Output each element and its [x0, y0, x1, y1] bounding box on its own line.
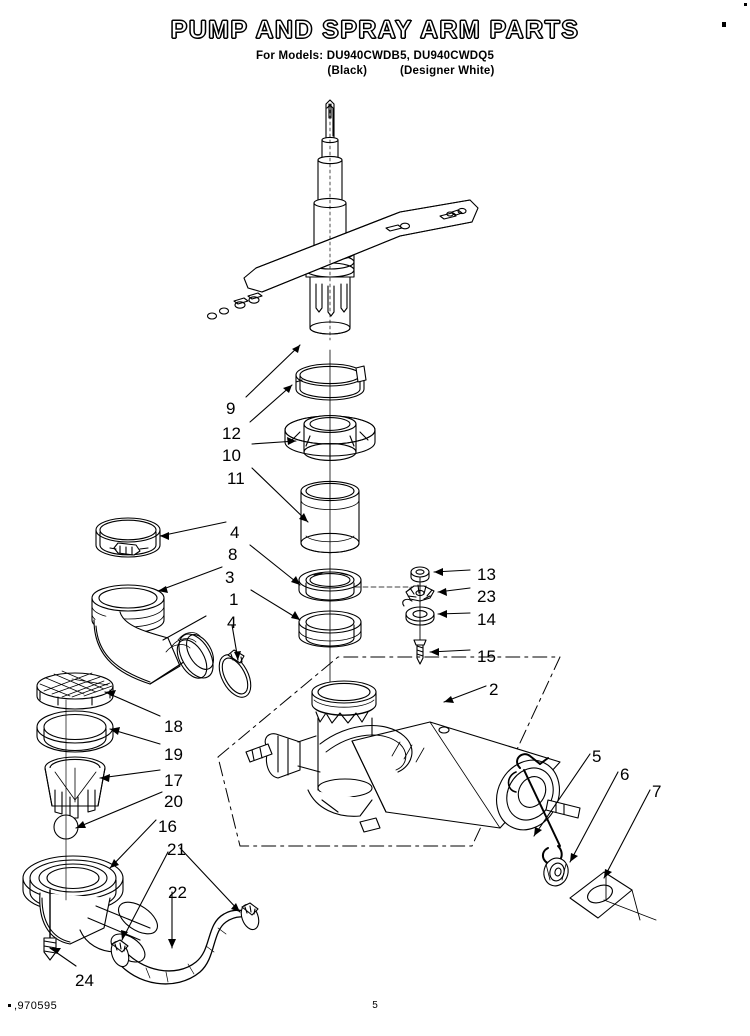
callout-15: 15 [477, 647, 496, 666]
part-hose-clamp-upper-drawing [95, 517, 161, 558]
callout-5: 5 [592, 747, 602, 766]
callout-10: 10 [222, 446, 241, 465]
scan-speck [722, 22, 726, 27]
callout-7: 7 [652, 782, 662, 801]
callout-12: 12 [222, 424, 241, 443]
part-spray-arm-tower-drawing [206, 99, 479, 341]
callout-16: 16 [158, 817, 177, 836]
finish-black-label: (Black) [327, 65, 368, 77]
leader-lines [49, 344, 651, 967]
part-split-ring-drawing [295, 363, 367, 401]
part-filter-gasket-drawing [36, 710, 114, 753]
callout-8: 8 [228, 545, 238, 564]
part-hose-clamp-lower-drawing [218, 649, 252, 698]
part-cone-strainer-drawing [44, 756, 106, 819]
scan-speck [744, 3, 747, 6]
callout-4-lower: 4 [227, 613, 237, 632]
scan-speck [8, 1004, 11, 1007]
callout-19: 19 [164, 745, 183, 764]
callout-11: 11 [227, 469, 245, 488]
part-grommet-drawing [543, 857, 569, 887]
part-pump-motor-assembly-drawing [217, 656, 581, 847]
callout-4-upper: 4 [230, 523, 240, 542]
callout-18: 18 [164, 717, 183, 736]
callout-9: 9 [226, 399, 236, 418]
part-sump-base-drawing [22, 699, 158, 963]
callout-6: 6 [620, 765, 630, 784]
callout-24: 24 [75, 971, 94, 990]
callout-17: 17 [164, 771, 183, 790]
page-number: 5 [372, 1000, 378, 1011]
finish-options-line: (Black) (Designer White) [0, 65, 750, 77]
callout-21: 21 [167, 840, 186, 859]
finish-white-label: (Designer White) [399, 65, 495, 77]
model-list: For Models: DU940CWDB5, DU940CWDQ5 [255, 50, 495, 62]
callout-22: 22 [168, 883, 187, 902]
part-drain-hose-drawing [110, 902, 260, 985]
callout-2: 2 [489, 680, 499, 699]
part-hardware-column-drawing [354, 566, 435, 665]
part-mounting-bracket-drawing [569, 871, 657, 921]
callout-1: 1 [229, 590, 239, 609]
page-title: PUMP AND SPRAY ARM PARTS [170, 15, 580, 44]
callout-20: 20 [164, 792, 183, 811]
callout-13: 13 [477, 565, 496, 584]
drawing-code: ,970595 [14, 1000, 58, 1012]
callout-14: 14 [477, 610, 496, 629]
callout-3: 3 [225, 568, 235, 587]
part-inlet-duct-elbow-drawing [91, 584, 215, 685]
part-mounting-screw-drawing [43, 889, 57, 961]
callout-23: 23 [477, 587, 496, 606]
part-mesh-filter-drawing [36, 670, 114, 710]
